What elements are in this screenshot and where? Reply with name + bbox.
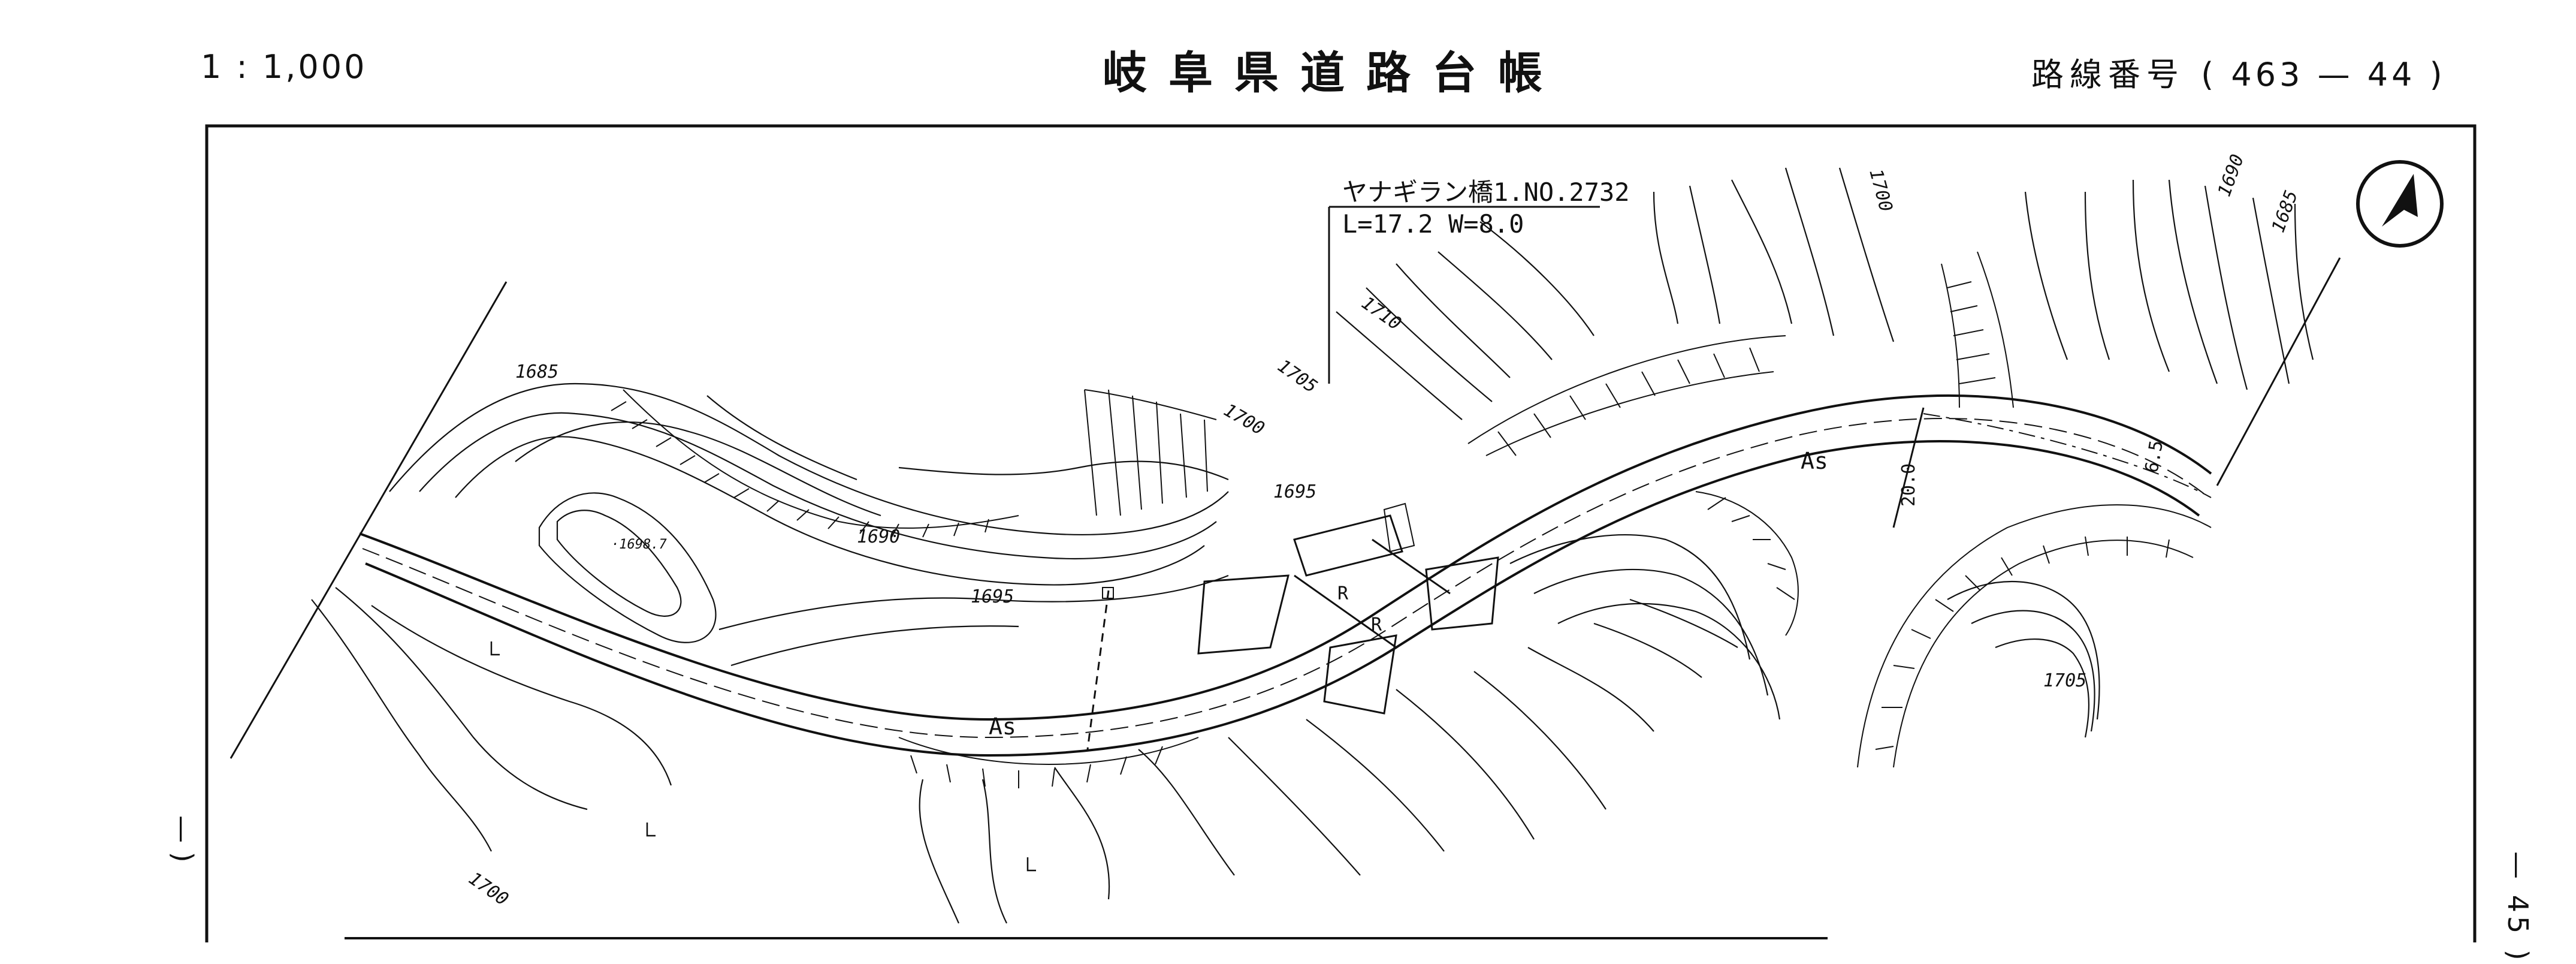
dimension-label: 6.5 xyxy=(2141,439,2167,474)
contours-south xyxy=(311,587,1738,924)
contour-label: 1695 xyxy=(971,586,1014,607)
contours-upper xyxy=(1336,167,1895,420)
route-number-value: ( 463 — 44 ) xyxy=(2201,56,2446,94)
contour-label: 1690 xyxy=(857,526,900,547)
left-edge-mark: — ) xyxy=(167,815,199,863)
map-scale: 1 : 1,000 xyxy=(201,48,367,86)
bridge-name: ヤナギラン橋1.NO.2732 xyxy=(1342,177,1630,207)
bridge-dimensions: L=17.2 W=8.0 xyxy=(1342,209,1524,239)
contour-label: 1705 xyxy=(1273,356,1321,397)
contour-label: 1685 xyxy=(2268,188,2303,236)
contours-left xyxy=(389,382,1229,667)
contour-label: 1690 xyxy=(2214,152,2249,200)
contours-right xyxy=(2024,179,2314,390)
route-label: 路線番号 xyxy=(2031,56,2185,94)
surface-label: As xyxy=(989,713,1016,740)
spot-height: ·1698.7 xyxy=(611,537,667,552)
map-frame xyxy=(205,124,2477,942)
culvert xyxy=(1086,590,1110,750)
contour-label: 1685 xyxy=(515,362,558,382)
sheet-boundary-right xyxy=(2216,257,2341,486)
contours-loop xyxy=(1509,534,2100,738)
bridge-structure: R R xyxy=(1197,502,1499,715)
bridge-annotation: ヤナギラン橋1.NO.2732 L=17.2 W=8.0 xyxy=(1328,177,1630,384)
surface-label: As xyxy=(1801,448,1828,474)
contour-label: 1705 xyxy=(2043,670,2086,691)
main-road xyxy=(359,394,2212,757)
route-number: 路線番号 ( 463 — 44 ) xyxy=(2031,48,2446,95)
bridge-mark-r1: R xyxy=(1337,583,1349,604)
contour-label: 1700 xyxy=(1865,167,1896,214)
contour-label: 1700 xyxy=(464,868,512,910)
road-map: ヤナギラン橋1.NO.2732 L=17.2 W=8.0 R R xyxy=(205,124,2477,942)
contour-label: 1710 xyxy=(1357,293,1405,335)
slope-hatching xyxy=(611,251,2212,788)
sheet-boundary-left xyxy=(229,281,508,759)
bridge-mark-r2: R xyxy=(1371,614,1382,635)
contour-label: 1695 xyxy=(1273,481,1316,502)
north-arrow-icon xyxy=(2356,160,2444,248)
page-title: 岐阜県道路台帳 xyxy=(1103,47,1564,99)
dimension-label: 20.0 xyxy=(1898,463,1919,507)
culvert-end xyxy=(1102,587,1114,599)
vegetation-symbols xyxy=(490,641,1036,872)
contour-label: 1700 xyxy=(1220,400,1268,439)
